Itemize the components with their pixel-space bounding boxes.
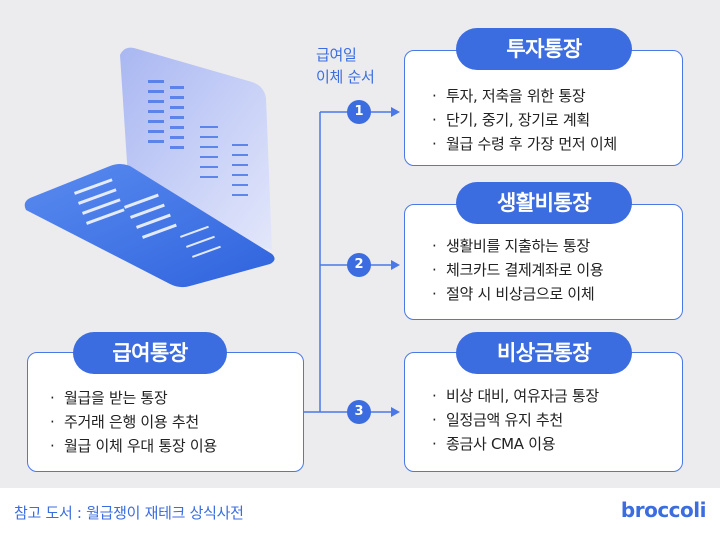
step-badge-2: 2 [347, 253, 371, 277]
investment-account-title: 투자통장 [456, 28, 632, 70]
list-item: 주거래 은행 이용 추천 [50, 410, 217, 434]
emergency-account-list: 비상 대비, 여유자금 통장 일정금액 유지 추천 종금사 CMA 이용 [432, 384, 599, 456]
list-item: 월급 수령 후 가장 먼저 이체 [432, 132, 617, 156]
list-item: 투자, 저축을 위한 통장 [432, 84, 617, 108]
investment-account-list: 투자, 저축을 위한 통장 단기, 중기, 장기로 계획 월급 수령 후 가장 … [432, 84, 617, 156]
list-item: 생활비를 지출하는 통장 [432, 234, 603, 258]
transfer-order-line2: 이체 순서 [316, 68, 375, 86]
living-expense-account-list: 생활비를 지출하는 통장 체크카드 결제계좌로 이용 절약 시 비상금으로 이체 [432, 234, 604, 306]
list-item: 비상 대비, 여유자금 통장 [432, 384, 599, 408]
salary-account-title: 급여통장 [73, 332, 227, 374]
list-item: 체크카드 결제계좌로 이용 [432, 258, 604, 282]
emergency-account-title: 비상금통장 [456, 332, 632, 374]
list-item: 단기, 중기, 장기로 계획 [432, 108, 617, 132]
salary-account-list: 월급을 받는 통장 주거래 은행 이용 추천 월급 이체 우대 통장 이용 [50, 386, 217, 458]
list-item: 월급을 받는 통장 [50, 386, 217, 410]
footer: 참고 도서 : 월급쟁이 재테크 상식사전 broccoli [0, 488, 720, 539]
step-badge-3: 3 [347, 400, 371, 424]
step-badge-1: 1 [347, 100, 371, 124]
list-item: 절약 시 비상금으로 이체 [432, 282, 603, 306]
brand-logo: broccoli [620, 498, 707, 522]
living-expense-account-title: 생활비통장 [456, 182, 632, 224]
list-item: 종금사 CMA 이용 [432, 432, 599, 456]
laptop-illustration [24, 47, 275, 288]
transfer-order-line1: 급여일 [316, 46, 357, 64]
transfer-order-note: 급여일 이체 순서 [316, 44, 406, 88]
reference-text: 참고 도서 : 월급쟁이 재테크 상식사전 [14, 504, 244, 522]
list-item: 월급 이체 우대 통장 이용 [50, 434, 217, 458]
list-item: 일정금액 유지 추천 [432, 408, 599, 432]
